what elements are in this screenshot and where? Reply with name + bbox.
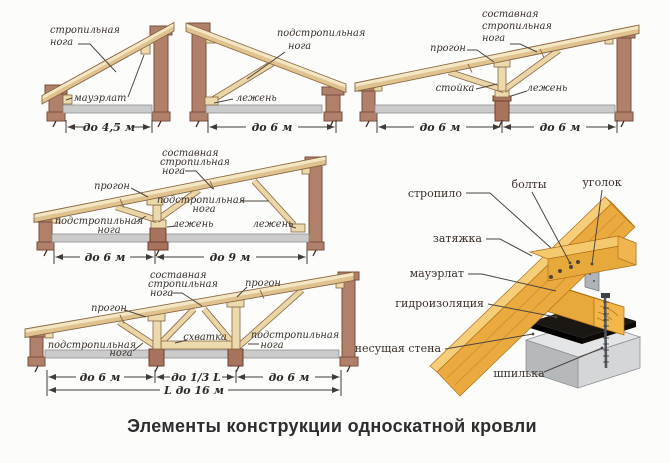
bolt [569, 265, 573, 269]
label-lezhen: лежень [253, 219, 294, 230]
label-composite-rafter: нога [162, 166, 185, 177]
lezhen-block [204, 96, 219, 106]
stud-nut [601, 293, 610, 298]
diagram-2-rafter-with-strut: до 6 м подстропильная нога лежень [185, 22, 365, 134]
post [152, 319, 162, 350]
label-under-rafter-leg: подстропильная [251, 330, 339, 341]
label-under-rafter-leg: подстропильная [55, 216, 143, 227]
label-composite-rafter: нога [150, 288, 173, 299]
label-progon: прогон [245, 278, 281, 289]
mauerlat-end-grain [593, 297, 625, 336]
label-shpilka: шпилька [493, 367, 545, 380]
label-composite-rafter: составная [150, 270, 207, 281]
bolt [558, 269, 562, 273]
bolt [576, 260, 580, 264]
post [497, 66, 507, 92]
dim-label: до 6 м [540, 121, 581, 134]
label-stropilo: стропило [408, 187, 463, 200]
label-under-rafter-leg: нога [260, 340, 283, 351]
waterproofing-edge [530, 322, 582, 344]
label-composite-rafter: стропильная [148, 279, 218, 290]
diagram-5-composite-rafter-16m: до 6 м до 1/3 L до 6 м L до 16 м составн… [24, 270, 360, 397]
dim-label: до 1/3 L [171, 371, 221, 384]
label-under-rafter-leg: нога [288, 41, 311, 52]
label-under-rafter-leg: подстропильная [277, 28, 365, 39]
rafter-end-grain [604, 196, 636, 228]
label-composite-rafter: составная [162, 148, 219, 159]
label-composite-rafter: составная [482, 9, 539, 20]
wall-right-face [577, 336, 641, 389]
label-composite-rafter: стропильная [482, 21, 552, 32]
post [152, 204, 162, 222]
label-lezhen: лежень [527, 83, 568, 94]
label-under-rafter-leg: подстропильная [157, 195, 245, 206]
label-mauerlat: мауэрлат [74, 93, 127, 104]
label-lezhen: лежень [236, 93, 277, 104]
label-rafter-leg: стропильная [50, 25, 120, 36]
label-zatyazhka: затяжка [433, 232, 483, 245]
dim-label: L до 16 м [163, 384, 224, 397]
label-skhvatka: схватка [183, 332, 227, 343]
dim-label: до 6 м [80, 371, 121, 384]
label-progon: прогон [91, 303, 127, 314]
lezhen-block [290, 223, 306, 233]
bolt [549, 275, 553, 279]
dim-label: до 6 м [420, 121, 461, 134]
dim-label: до 6 м [269, 371, 310, 384]
diagram-3-composite-rafter-post: до 6 м до 6 м составная стропильная нога… [354, 9, 640, 134]
dim-label: до 9 м [210, 251, 251, 264]
label-mauerlat-3d: мауэрлат [410, 267, 464, 280]
label-bolts: болты [511, 178, 546, 191]
label-lezhen: лежень [173, 219, 214, 230]
dim-label: до 6 м [85, 251, 126, 264]
label-stojka: стойка [436, 83, 475, 94]
dim-label: до 6 м [252, 121, 293, 134]
diagram-1-simple-rafter: до 4,5 м стропильная нога мауэрлат [41, 21, 175, 134]
page-title: Элементы конструкции односкатной кровли [127, 416, 537, 436]
label-under-rafter-leg: подстропильная [48, 340, 136, 351]
label-progon: прогон [94, 181, 130, 192]
label-composite-rafter: стропильная [160, 157, 230, 168]
label-stena: несущая стена [355, 342, 442, 355]
diagram-4-composite-rafter-6-9: до 6 м до 9 м составная стропильная нога… [33, 148, 327, 264]
label-progon: прогон [430, 43, 466, 54]
detail-3d-node: стропило болты уголок затяжка мауэрлат г… [355, 176, 642, 397]
label-composite-rafter: нога [482, 33, 505, 44]
label-ugolok: уголок [582, 176, 621, 189]
dim-label: до 4,5 м [83, 121, 135, 134]
label-under-rafter-leg: нога [109, 348, 132, 359]
label-under-rafter-leg: нога [192, 204, 215, 215]
label-rafter-leg: нога [50, 37, 73, 48]
tie-end [617, 235, 637, 266]
label-gidro: гидроизоляция [395, 297, 484, 310]
post [231, 305, 241, 350]
label-under-rafter-leg: нога [97, 225, 120, 236]
